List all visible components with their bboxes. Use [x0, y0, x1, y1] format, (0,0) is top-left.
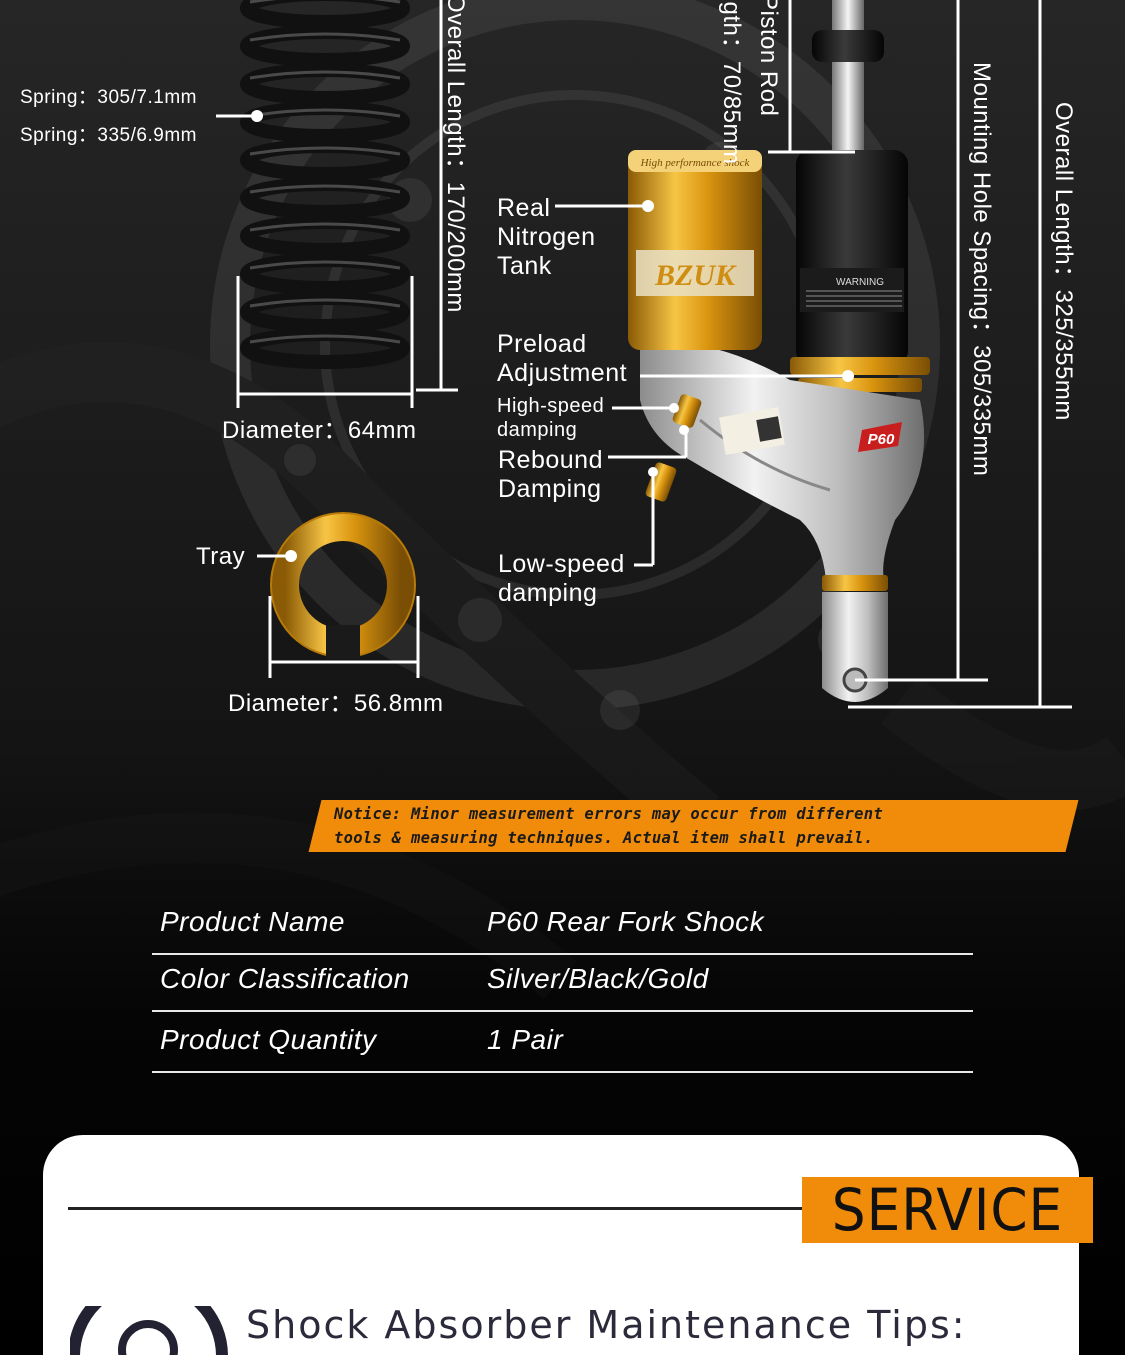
piston-rod-label: Piston Rod: [755, 0, 782, 117]
spring-spec-1: Spring：305/7.1mm: [20, 87, 197, 108]
spec-row: Product Quantity 1 Pair: [152, 1012, 973, 1073]
spring-graphic: [240, 0, 410, 369]
notice-line-1: Notice: Minor measurement errors may occ…: [334, 805, 884, 823]
high-speed-line-1: High-speed: [497, 395, 605, 417]
high-speed-line-2: damping: [497, 419, 578, 441]
notice-text: Notice: Minor measurement errors may occ…: [334, 802, 1074, 850]
spring-diameter-label: Diameter：64mm: [222, 417, 417, 444]
service-divider: [68, 1207, 803, 1210]
nitrogen-tank-line-1: Real: [497, 194, 551, 222]
maintenance-tips-title: Shock Absorber Maintenance Tips:: [246, 1303, 967, 1347]
spec-key: Product Name: [160, 906, 345, 937]
svg-text:High performance shock: High performance shock: [640, 157, 751, 169]
spring-overall-length-label: Overall Length：170/200mm: [442, 0, 469, 313]
low-speed-line-1: Low-speed: [498, 550, 625, 578]
low-speed-damping-label: Low-speed damping: [498, 550, 625, 608]
nitrogen-tank-line-2: Nitrogen: [497, 223, 596, 251]
shock-absorber-graphic: WARNING P60 BZUK: [628, 0, 930, 702]
svg-text:P60: P60: [868, 431, 895, 448]
preload-line-1: Preload: [497, 330, 587, 358]
spec-row: Color Classification Silver/Black/Gold: [152, 955, 973, 1012]
rebound-line-1: Rebound: [498, 446, 603, 474]
service-title: SERVICE: [831, 1176, 1064, 1244]
maintenance-icon: [70, 1306, 228, 1355]
overall-length-label: Overall Length：325/355mm: [1050, 102, 1077, 421]
svg-text:BZUK: BZUK: [654, 259, 737, 292]
svg-text:WARNING: WARNING: [836, 277, 884, 288]
preload-adjustment-label: Preload Adjustment: [497, 330, 627, 388]
nitrogen-tank-line-3: Tank: [497, 252, 552, 280]
spec-row: Product Name P60 Rear Fork Shock: [152, 898, 973, 955]
notice-line-2: tools & measuring techniques. Actual ite…: [334, 829, 874, 847]
spec-value: Silver/Black/Gold: [487, 963, 709, 994]
spec-key: Product Quantity: [160, 1024, 377, 1055]
tray-label: Tray: [196, 543, 246, 570]
preload-line-2: Adjustment: [497, 359, 628, 387]
tray-diameter-label: Diameter：56.8mm: [228, 690, 444, 717]
mounting-hole-spacing-label: Mounting Hole Spacing：305/335mm: [968, 62, 995, 477]
spec-key: Color Classification: [160, 963, 410, 994]
nitrogen-tank-label: Real Nitrogen Tank: [497, 194, 596, 281]
service-badge: [802, 1177, 1093, 1243]
rebound-damping-label: Rebound Damping: [498, 446, 603, 504]
low-speed-line-2: damping: [498, 579, 598, 607]
spring-spec-2: Spring：335/6.9mm: [20, 125, 197, 146]
high-speed-damping-label: High-speed damping: [497, 394, 604, 442]
spec-table: Product Name P60 Rear Fork Shock Color C…: [152, 898, 973, 1073]
spec-value: P60 Rear Fork Shock: [487, 906, 765, 937]
piston-rod-length-label: Length：70/85mm: [718, 0, 745, 165]
spec-value: 1 Pair: [487, 1024, 564, 1055]
tray-ring-graphic: [270, 512, 416, 659]
rebound-line-2: Damping: [498, 475, 602, 503]
